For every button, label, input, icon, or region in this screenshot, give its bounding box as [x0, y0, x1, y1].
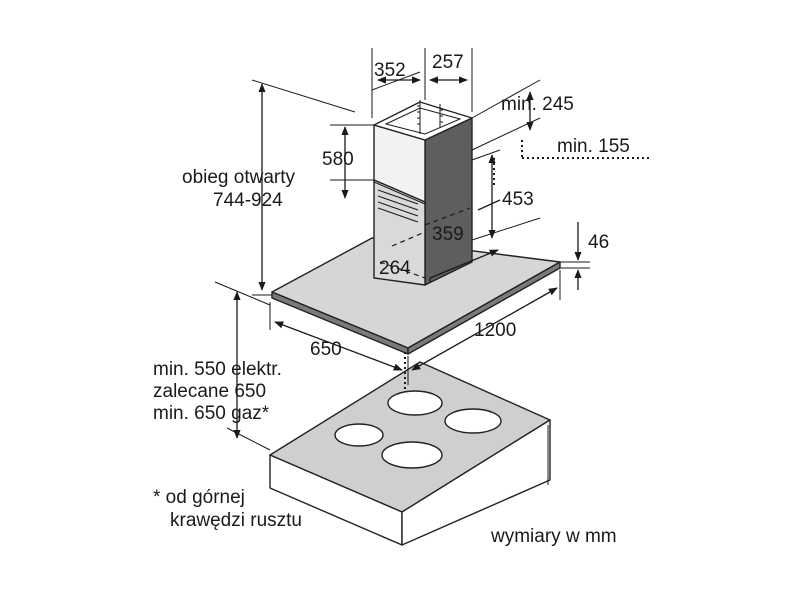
distance-line2: zalecane 650 [153, 381, 266, 402]
chimney-right-face-dark [424, 117, 473, 286]
chimney-bracket [417, 100, 443, 134]
dim-1200-label: 1200 [474, 320, 516, 341]
dim-top-widths [371, 48, 473, 118]
dim-580 [330, 124, 374, 199]
dim-359-264 [379, 199, 501, 282]
burner-rear-right [444, 408, 502, 434]
chimney-vent-slots [377, 189, 419, 223]
hob [269, 361, 551, 546]
chimney-top-inner [384, 107, 462, 135]
hob-front-right-face [401, 419, 551, 546]
dim-352-label: 352 [374, 60, 406, 81]
open-circuit-line2: 744-924 [213, 190, 283, 211]
footnote-line2: krawędzi rusztu [170, 510, 302, 531]
open-circuit-line1: obieg otwarty [182, 167, 296, 188]
dim-min-155-label: min. 155 [557, 136, 630, 157]
dim-359-label: 359 [432, 224, 464, 245]
dim-hood-hob-distance [214, 281, 406, 451]
burner-rear-left [387, 390, 443, 416]
dim-46 [560, 222, 590, 290]
dim-453-label: 453 [502, 189, 534, 210]
dim-min-245 [471, 79, 541, 151]
chimney-lower-top-edge [373, 181, 426, 205]
burner-front-right [381, 441, 443, 469]
dim-257-label: 257 [432, 52, 464, 73]
dim-650 [269, 302, 403, 371]
dim-453 [471, 149, 541, 241]
units-note: wymiary w mm [490, 526, 617, 547]
dim-650-label: 650 [310, 339, 342, 360]
footnote-line1: * od górnej [153, 487, 245, 508]
distance-line3: min. 650 gaz* [153, 403, 270, 424]
dim-min-245-label: min. 245 [501, 94, 574, 115]
chimney-lower-front-face [373, 179, 426, 286]
dim-264-label: 264 [379, 258, 411, 279]
dim-1200 [407, 270, 561, 385]
dim-46-label: 46 [588, 232, 609, 253]
distance-line1: min. 550 elektr. [153, 359, 282, 380]
dim-580-label: 580 [322, 149, 354, 170]
dim-open-circuit [251, 79, 356, 296]
burner-front-left [334, 423, 384, 447]
